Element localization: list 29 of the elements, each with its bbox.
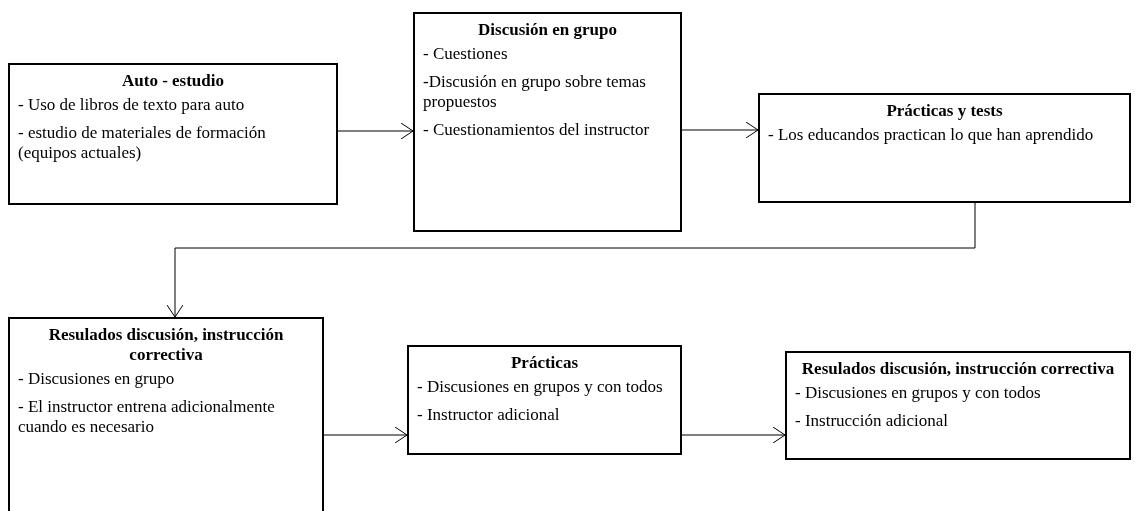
process-box	[785, 351, 1131, 460]
process-box	[407, 345, 682, 455]
bullet-text: - Discusiones en grupos y con todos	[417, 377, 664, 397]
bullet-text: - Los educandos practican lo que han aprendido	[768, 125, 1095, 145]
arrow	[681, 426, 786, 444]
process-box	[413, 12, 682, 232]
box-heading: Discusión en grupo	[477, 20, 618, 40]
box-heading: Prácticas y tests	[885, 101, 1004, 121]
bullet-text: - Instructor adicional	[417, 405, 561, 425]
arrow	[323, 426, 408, 444]
box-heading: Resulados discusión, instrucción correctiva	[47, 325, 285, 365]
arrow	[337, 122, 414, 140]
bullet-text: - Discusiones en grupo	[18, 369, 176, 389]
bullet-text: -Discusión en grupo sobre temas propuestos	[423, 72, 647, 112]
arrow	[681, 121, 759, 139]
box-heading: Resulados discusión, instrucción correctiva	[800, 359, 1116, 379]
bullet-text: - Instrucción adicional	[795, 411, 949, 431]
box-heading: Auto - estudio	[121, 71, 225, 91]
bullet-text: - Discusiones en grupos y con todos	[795, 383, 1042, 403]
process-box	[8, 63, 338, 205]
process-box	[758, 93, 1131, 203]
bullet-text: - El instructor entrena adicionalmente cuando es necesario	[18, 397, 276, 437]
bullet-text: - Cuestiones	[423, 44, 509, 64]
bullet-text: - estudio de materiales de formación (equipos actuales)	[18, 123, 267, 163]
process-box	[8, 317, 324, 511]
arrow	[166, 202, 976, 318]
box-heading: Prácticas	[510, 353, 579, 373]
bullet-text: - Uso de libros de texto para auto	[18, 95, 246, 115]
bullet-text: - Cuestionamientos del instructor	[423, 120, 651, 140]
